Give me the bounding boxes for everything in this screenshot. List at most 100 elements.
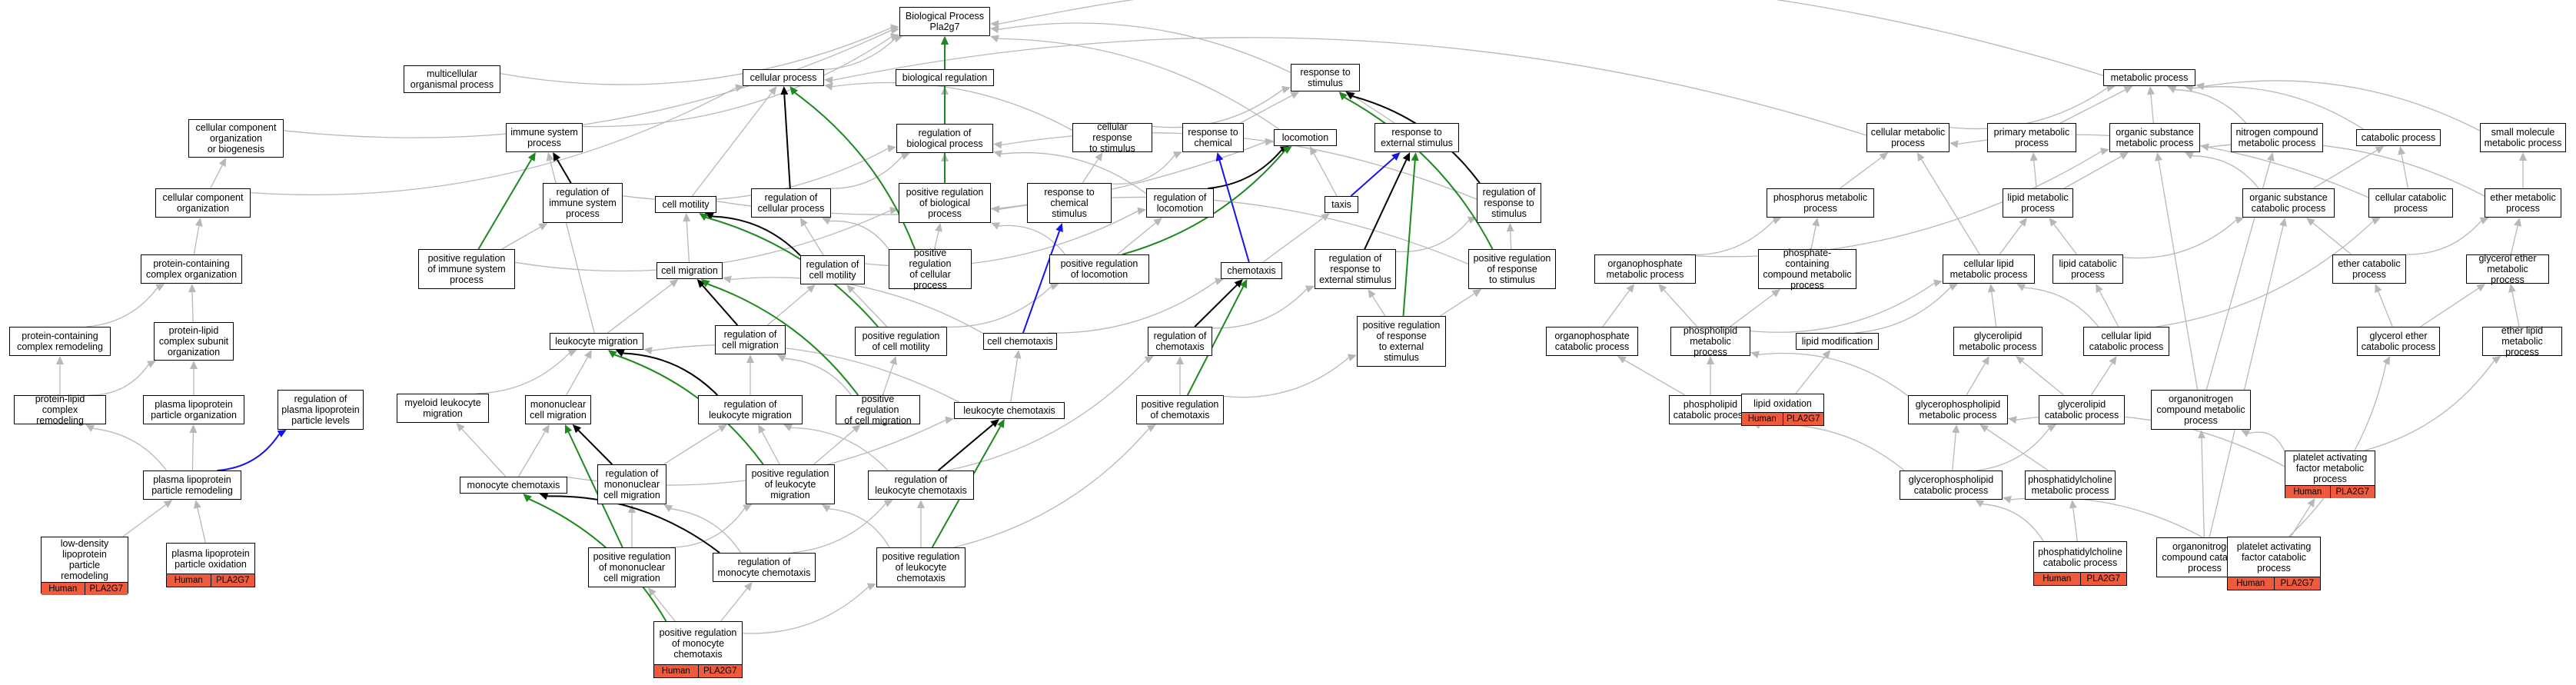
term-node-rtcs[interactable]: response to chemical stimulus [1027, 183, 1112, 223]
term-node-prbp[interactable]: positive regulation of biological proces… [899, 183, 991, 223]
term-node-cmp[interactable]: cellular metabolic process [1866, 123, 1949, 152]
term-node-plcp[interactable]: phospholipid catabolic process [1669, 395, 1752, 424]
term-node-mp[interactable]: metabolic process [2103, 69, 2195, 86]
term-node-prloc[interactable]: positive regulation of locomotion [1049, 254, 1149, 284]
term-node-rtes[interactable]: response to external stimulus [1374, 123, 1459, 152]
term-node-mchemo[interactable]: monocyte chemotaxis [460, 477, 567, 494]
term-node-prlmig[interactable]: positive regulation of leukocyte migrati… [746, 464, 835, 504]
term-node-pmp[interactable]: primary metabolic process [1987, 123, 2076, 152]
term-node-prlchemo[interactable]: positive regulation of leukocyte chemota… [876, 547, 966, 587]
term-node-rcm[interactable]: regulation of cell motility [800, 255, 865, 284]
term-node-smmp[interactable]: small molecule metabolic process [2480, 123, 2566, 152]
term-node-pccmp[interactable]: phosphate-containing compound metabolic … [1758, 248, 1856, 291]
term-node-emp[interactable]: ether metabolic process [2485, 188, 2561, 218]
term-node-prmncm[interactable]: positive regulation of mononuclear cell … [588, 547, 676, 587]
term-node-lchemo[interactable]: leukocyte chemotaxis [954, 402, 1065, 419]
term-node-cm[interactable]: cell motility [655, 196, 716, 213]
term-node-chemo[interactable]: chemotaxis [1221, 262, 1282, 279]
edge-arrowhead [1305, 285, 1315, 293]
term-node-ecp[interactable]: ether catabolic process [2332, 254, 2406, 284]
term-node-prisp[interactable]: positive regulation of immune system pro… [418, 249, 515, 289]
term-node-prcp[interactable]: positive regulation of cellular process [889, 248, 972, 291]
term-node-plpremod[interactable]: plasma lipoprotein particle remodeling [143, 471, 241, 500]
term-node-rtc[interactable]: response to chemical [1182, 123, 1244, 152]
term-node-taxis[interactable]: taxis [1325, 196, 1358, 213]
term-node-rlchemo[interactable]: regulation of leukocyte chemotaxis [868, 471, 974, 500]
term-node-glcp[interactable]: glycerolipid catabolic process [2039, 395, 2125, 424]
term-node-rloc[interactable]: regulation of locomotion [1146, 188, 1214, 218]
term-node-ncmp[interactable]: nitrogen compound metabolic process [2231, 123, 2323, 152]
term-node-prrts[interactable]: positive regulation of response to stimu… [1468, 249, 1556, 289]
term-node-pafcp[interactable]: platelet activating factor catabolic pro… [2227, 537, 2321, 590]
term-node-clcp[interactable]: cellular lipid catabolic process [2083, 327, 2169, 356]
term-node-opmp[interactable]: organophosphate metabolic process [1594, 254, 1696, 284]
term-node-cp[interactable]: cellular process [743, 69, 824, 86]
term-node-catp[interactable]: catabolic process [2356, 129, 2441, 146]
term-node-lmp[interactable]: lipid metabolic process [2003, 188, 2073, 218]
term-node-rcp[interactable]: regulation of cellular process [751, 188, 831, 218]
term-node-plmp[interactable]: phospholipid metabolic process [1670, 325, 1750, 357]
term-node-rmncm[interactable]: regulation of mononuclear cell migration [597, 464, 666, 504]
term-node-prcmig[interactable]: positive regulation of cell migration [836, 394, 920, 426]
term-node-oncmp[interactable]: organonitrogen compound metabolic proces… [2151, 390, 2251, 430]
term-node-bio[interactable]: Biological Process Pla2g7 [899, 7, 990, 36]
term-node-rmchemo[interactable]: regulation of monocyte chemotaxis [713, 553, 816, 582]
term-label: organic substance metabolic process [2116, 127, 2194, 148]
term-node-cco[interactable]: cellular component organization [155, 188, 251, 218]
term-node-mlmig[interactable]: myeloid leukocyte migration [397, 394, 489, 423]
term-node-lmig[interactable]: leukocyte migration [550, 333, 643, 350]
term-node-pccremod[interactable]: protein-containing complex remodeling [9, 327, 111, 356]
term-node-gecp[interactable]: glycerol ether catabolic process [2357, 327, 2440, 356]
term-node-osmp[interactable]: organic substance metabolic process [2109, 123, 2200, 152]
term-node-prchemo[interactable]: positive regulation of chemotaxis [1136, 395, 1224, 424]
term-node-opcp[interactable]: organophosphate catabolic process [1546, 327, 1638, 356]
term-node-lmod[interactable]: lipid modification [1796, 333, 1879, 350]
term-node-elmp[interactable]: ether lipid metabolic process [2482, 325, 2562, 357]
term-node-lcp[interactable]: lipid catabolic process [2052, 254, 2123, 284]
term-node-rlmig[interactable]: regulation of leukocyte migration [698, 395, 803, 424]
term-label: positive regulation of biological proces… [906, 187, 984, 219]
term-node-pafmp[interactable]: platelet activating factor metabolic pro… [2285, 451, 2375, 498]
term-node-rplpl[interactable]: regulation of plasma lipoprotein particl… [278, 390, 364, 430]
term-node-gplmp[interactable]: glycerophospholipid metabolic process [1908, 395, 2008, 424]
term-node-prrtes[interactable]: positive regulation of response to exter… [1357, 316, 1446, 367]
edge-regulates-rcmig-cmig [702, 284, 739, 326]
term-node-oscp[interactable]: organic substance catabolic process [2242, 188, 2335, 218]
term-node-rcmig[interactable]: regulation of cell migration [715, 325, 786, 354]
term-node-mncm[interactable]: mononuclear cell migration [525, 395, 591, 424]
term-node-mop[interactable]: multicellular organismal process [404, 65, 500, 93]
term-node-plporg[interactable]: plasma lipoprotein particle organization [143, 395, 244, 424]
term-node-risp[interactable]: regulation of immune system process [543, 183, 623, 223]
term-node-cmig[interactable]: cell migration [656, 262, 723, 279]
term-node-rchemo[interactable]: regulation of chemotaxis [1148, 327, 1212, 356]
term-node-isp[interactable]: immune system process [506, 123, 583, 152]
term-node-pccomplex[interactable]: protein-containing complex organization [141, 254, 242, 284]
edge-is_a-prmncm-prlmig [670, 507, 746, 548]
term-node-ccob[interactable]: cellular component organization or bioge… [188, 119, 284, 158]
term-node-rrts[interactable]: regulation of response to stimulus [1477, 183, 1541, 223]
term-node-plcsubunit[interactable]: protein-lipid complex subunit organizati… [154, 322, 234, 361]
term-node-prmchemo[interactable]: positive regulation of monocyte chemotax… [653, 621, 743, 678]
term-node-plcremod[interactable]: protein-lipid complex remodeling [14, 394, 106, 426]
term-node-loco[interactable]: locomotion [1274, 129, 1337, 146]
term-node-prcm[interactable]: positive regulation of cell motility [855, 327, 947, 356]
term-node-phmp[interactable]: phosphorus metabolic process [1767, 188, 1874, 218]
term-node-gemp[interactable]: glycerol ether metabolic process [2466, 253, 2549, 285]
term-node-gplcp[interactable]: glycerophospholipid catabolic process [1900, 471, 2003, 500]
term-node-rts[interactable]: response to stimulus [1291, 64, 1360, 91]
term-node-ccp[interactable]: cellular catabolic process [2368, 188, 2453, 218]
edge-is_a-pafcp-pafmp [2290, 504, 2312, 537]
term-node-crs[interactable]: cellular response to stimulus [1072, 121, 1152, 154]
edge-arrowhead [2279, 218, 2287, 227]
term-node-glmp[interactable]: glycerolipid metabolic process [1953, 327, 2043, 356]
term-node-pcmp[interactable]: phosphatidylcholine metabolic process [2025, 471, 2116, 500]
term-node-clmp[interactable]: cellular lipid metabolic process [1943, 254, 2035, 284]
term-node-br[interactable]: biological regulation [896, 69, 994, 86]
term-node-ldlremod[interactable]: low-density lipoprotein particle remodel… [41, 537, 128, 595]
term-node-rrtes[interactable]: regulation of response to external stimu… [1315, 249, 1396, 289]
term-node-rbp[interactable]: regulation of biological process [896, 124, 993, 153]
term-node-cchemo[interactable]: cell chemotaxis [983, 333, 1057, 350]
